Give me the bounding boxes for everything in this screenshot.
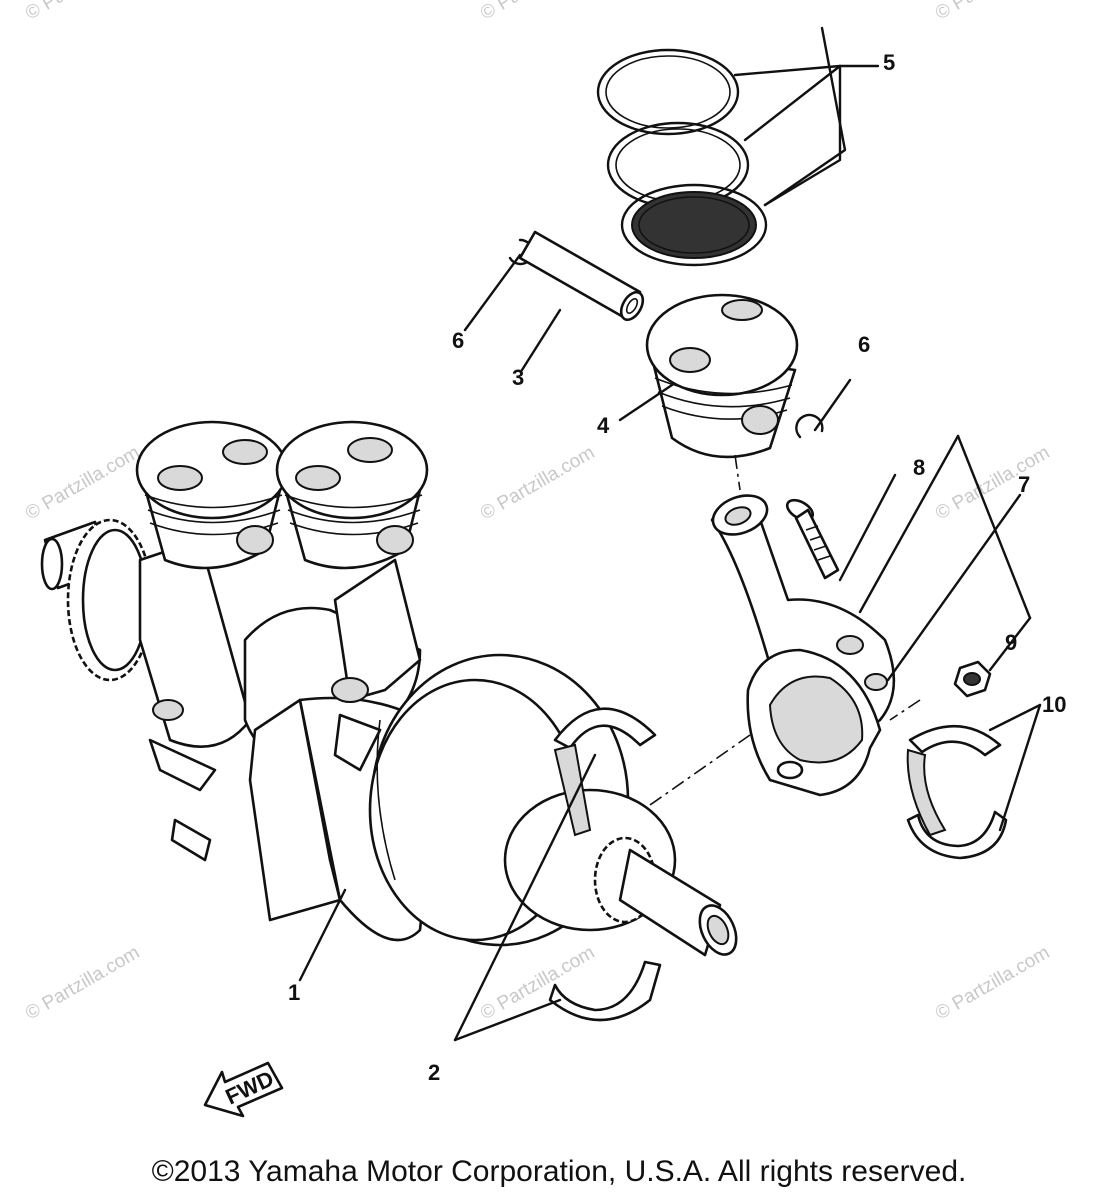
assembly-lines <box>649 454 921 806</box>
fwd-arrow: FWD <box>203 1061 284 1118</box>
callout-2: 2 <box>428 1060 440 1085</box>
piston <box>645 293 799 459</box>
callout-10: 10 <box>1042 692 1066 717</box>
watermark: © Partzilla.com <box>477 442 598 524</box>
big-end-bearings <box>906 724 1008 860</box>
watermark: © Partzilla.com <box>22 0 143 24</box>
leader-lines <box>298 26 1042 1042</box>
piston-pin <box>518 230 645 322</box>
installed-piston <box>275 420 429 570</box>
watermark: © Partzilla.com <box>22 442 143 524</box>
watermark: © Partzilla.com <box>932 942 1053 1024</box>
callout-9: 9 <box>1005 630 1017 655</box>
parts-diagram: © Partzilla.com © Partzilla.com © Partzi… <box>22 0 1066 1118</box>
connecting-rod <box>710 494 896 797</box>
callout-4: 4 <box>597 413 610 438</box>
piston-ring <box>596 48 740 136</box>
callout-8: 8 <box>913 455 925 480</box>
watermark: © Partzilla.com <box>932 442 1053 524</box>
callout-1: 1 <box>288 980 300 1005</box>
piston-pin-clip <box>795 413 824 439</box>
piston-ring <box>620 183 768 267</box>
callout-3: 3 <box>512 365 524 390</box>
watermark: © Partzilla.com <box>22 942 143 1024</box>
callout-numbers: 5 6 3 4 6 8 7 9 10 1 2 <box>288 50 1066 1085</box>
crankshaft-assembly <box>40 420 738 957</box>
piston-rings <box>596 48 768 267</box>
callout-6: 6 <box>452 328 464 353</box>
watermark: © Partzilla.com <box>932 0 1053 24</box>
callout-5: 5 <box>883 50 895 75</box>
copyright-notice: ©2013 Yamaha Motor Corporation, U.S.A. A… <box>151 1155 967 1188</box>
watermark: © Partzilla.com <box>477 0 598 24</box>
callout-6: 6 <box>858 332 870 357</box>
connecting-rod-nut <box>953 660 992 698</box>
connecting-rod-bolt <box>785 498 840 580</box>
callout-7: 7 <box>1018 472 1030 497</box>
installed-piston <box>135 420 289 570</box>
